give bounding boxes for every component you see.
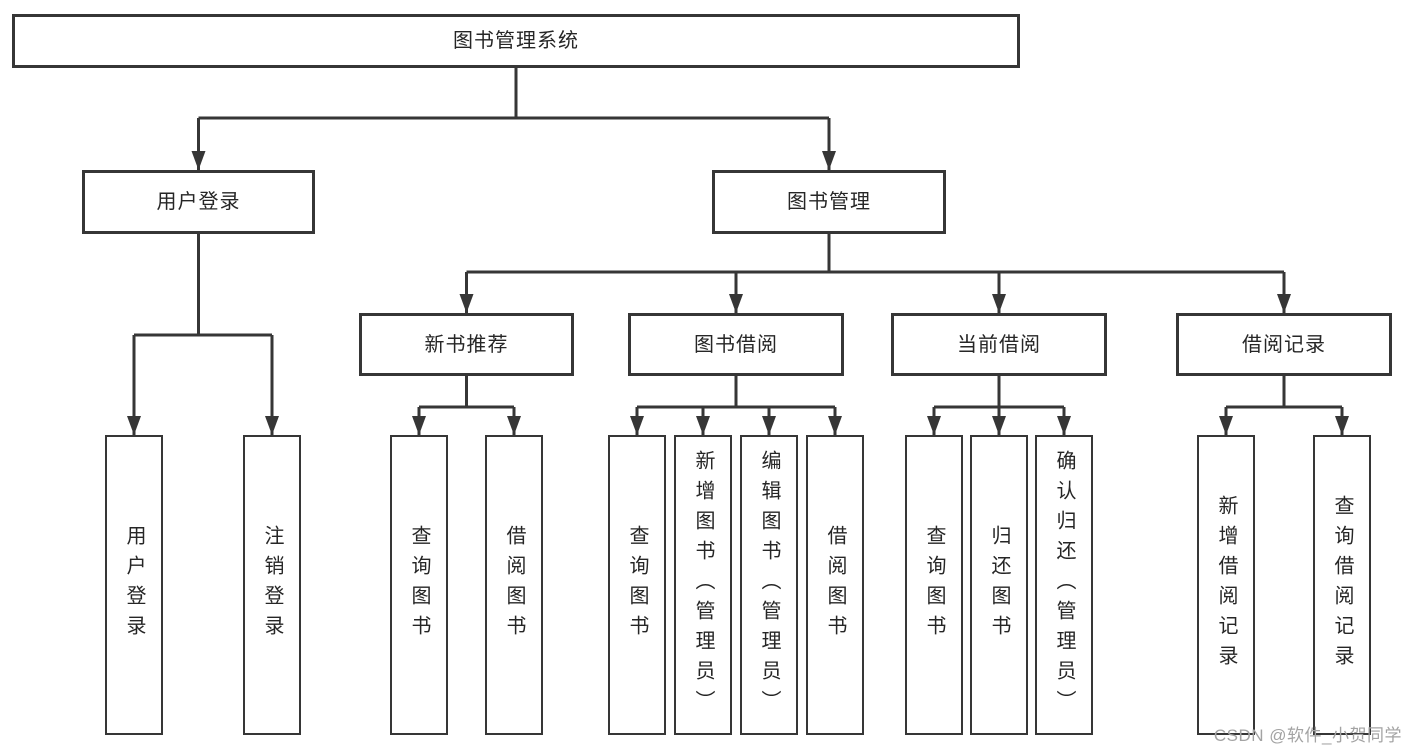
connector-user-login-to-leaves xyxy=(127,234,279,435)
node-book-borrowing: 图书借阅 xyxy=(628,313,844,376)
node-new-book-recommend: 新书推荐 xyxy=(359,313,574,376)
connector-current-borrowing-to-leaves xyxy=(927,376,1071,435)
connector-new-book-recommend-to-leaves xyxy=(412,376,521,435)
connector-root-to-branches xyxy=(191,68,836,170)
node-query-books-recommend: 查询图书 xyxy=(390,435,448,735)
node-edit-books-admin: 编辑图书（管理员） xyxy=(740,435,798,735)
watermark-text: CSDN @软件_小贺同学 xyxy=(1213,726,1402,745)
node-add-books-admin: 新增图书（管理员） xyxy=(674,435,732,735)
connector-book-management-to-modules xyxy=(459,234,1291,313)
node-logout-leaf: 注销登录 xyxy=(243,435,301,735)
node-book-management: 图书管理 xyxy=(712,170,946,234)
node-query-books-borrow: 查询图书 xyxy=(608,435,666,735)
node-user-login-branch: 用户登录 xyxy=(82,170,315,234)
node-borrowing-records: 借阅记录 xyxy=(1176,313,1392,376)
connector-book-borrowing-to-leaves xyxy=(630,376,842,435)
node-add-borrow-record: 新增借阅记录 xyxy=(1197,435,1255,735)
node-library-system: 图书管理系统 xyxy=(12,14,1020,68)
node-current-borrowing: 当前借阅 xyxy=(891,313,1107,376)
node-query-borrow-record: 查询借阅记录 xyxy=(1313,435,1371,735)
node-return-books: 归还图书 xyxy=(970,435,1028,735)
node-confirm-return-admin: 确认归还（管理员） xyxy=(1035,435,1093,735)
connector-borrowing-records-to-leaves xyxy=(1219,376,1349,435)
node-borrow-books-leaf: 借阅图书 xyxy=(806,435,864,735)
node-borrow-books-recommend: 借阅图书 xyxy=(485,435,543,735)
node-user-login-leaf: 用户登录 xyxy=(105,435,163,735)
node-query-books-current: 查询图书 xyxy=(905,435,963,735)
